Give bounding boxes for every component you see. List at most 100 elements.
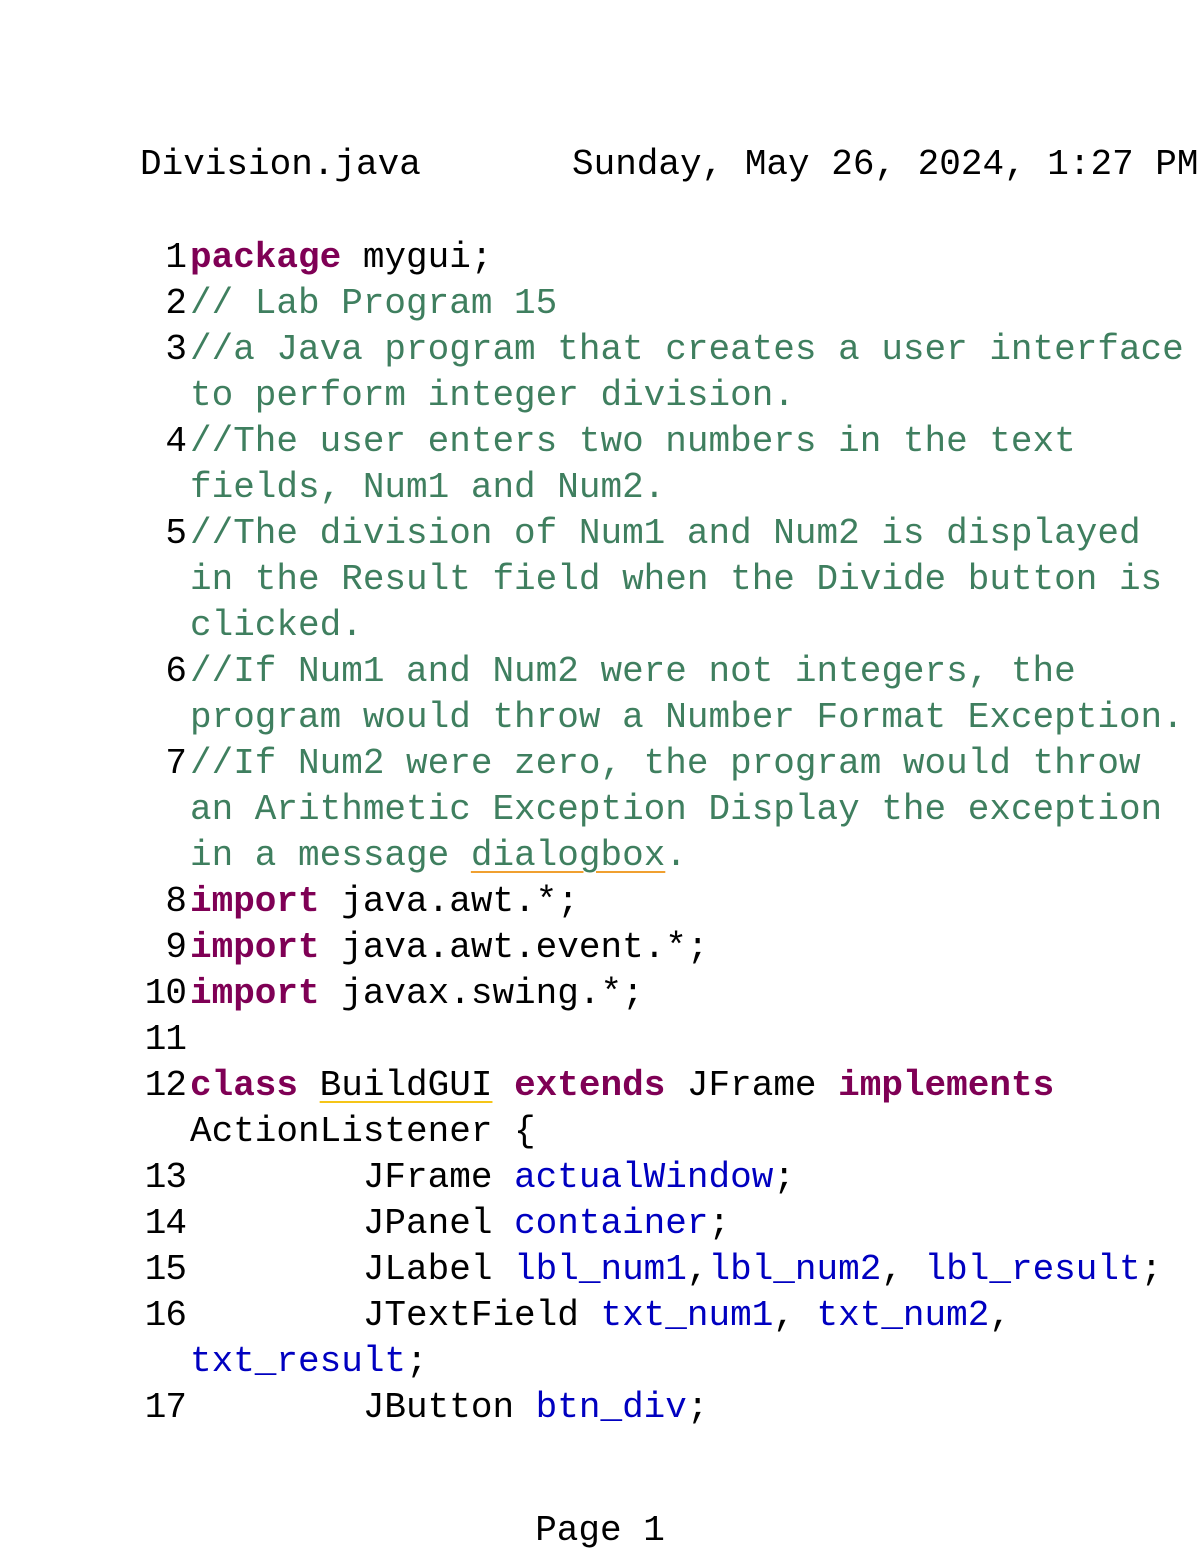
code-text: fields, Num1 and Num2. (186, 465, 665, 511)
code-line: 2// Lab Program 15 (140, 281, 1184, 327)
code-line-continuation: program would throw a Number Format Exce… (140, 695, 1184, 741)
line-number: 17 (144, 1387, 187, 1428)
code-line: 6//If Num1 and Num2 were not integers, t… (140, 649, 1184, 695)
line-number: 13 (144, 1157, 187, 1198)
line-number (140, 787, 186, 833)
plain-token (298, 1065, 320, 1106)
comment-token: an Arithmetic Exception Display the exce… (190, 789, 1163, 830)
code-text: //The division of Num1 and Num2 is displ… (186, 511, 1141, 557)
plain-token: JButton (190, 1387, 536, 1428)
plain-token: ; (406, 1341, 428, 1382)
plain-token: JFrame (665, 1065, 839, 1106)
code-line: 13 JFrame actualWindow; (140, 1155, 1184, 1201)
plain-token: ; (1140, 1249, 1163, 1290)
code-text: clicked. (186, 603, 363, 649)
code-line-continuation: an Arithmetic Exception Display the exce… (140, 787, 1184, 833)
plain-token: javax.swing.*; (319, 973, 644, 1014)
line-number: 8 (165, 881, 187, 922)
comment-token: program would throw a Number Format Exce… (190, 697, 1184, 738)
line-number: 1 (165, 237, 187, 278)
field-token: lbl_num2 (708, 1249, 882, 1290)
keyword-token: package (190, 237, 342, 278)
code-text: //a Java program that creates a user int… (186, 327, 1184, 373)
keyword-token: import (190, 927, 320, 968)
code-line: 3//a Java program that creates a user in… (140, 327, 1184, 373)
field-token: txt_num1 (600, 1295, 774, 1336)
plain-token: java.awt.*; (319, 881, 579, 922)
code-text: in a message dialogbox. (186, 833, 687, 879)
code-line-continuation: in the Result field when the Divide butt… (140, 557, 1184, 603)
code-text: import java.awt.*; (186, 879, 579, 925)
code-line-continuation: in a message dialogbox. (140, 833, 1184, 879)
comment-token: in the Result field when the Divide butt… (190, 559, 1163, 600)
line-number: 6 (165, 651, 187, 692)
field-token: txt_result (190, 1341, 407, 1382)
code-line: 4//The user enters two numbers in the te… (140, 419, 1184, 465)
comment-token: //a Java program that creates a user int… (190, 329, 1184, 370)
line-number (140, 557, 186, 603)
comment-token: dialogbox (470, 835, 666, 876)
code-line-continuation: fields, Num1 and Num2. (140, 465, 1184, 511)
line-number: 14 (144, 1203, 187, 1244)
code-text: JFrame actualWindow; (186, 1155, 795, 1201)
field-token: container (514, 1203, 709, 1244)
plain-token: ActionListener { (190, 1111, 536, 1152)
code-line: 16 JTextField txt_num1, txt_num2, (140, 1293, 1184, 1339)
plain-token: , (881, 1249, 925, 1290)
line-number: 7 (165, 743, 187, 784)
code-text: JButton btn_div; (186, 1385, 709, 1431)
plain-token: ; (686, 1387, 709, 1428)
plain-token: mygui; (341, 237, 493, 278)
line-number: 12 (144, 1065, 187, 1106)
code-text: import java.awt.event.*; (186, 925, 709, 971)
code-text: program would throw a Number Format Exce… (186, 695, 1184, 741)
plain-token (492, 1065, 514, 1106)
plain-token: ; (773, 1157, 795, 1198)
code-line: 15 JLabel lbl_num1,lbl_num2, lbl_result; (140, 1247, 1184, 1293)
code-text: class BuildGUI extends JFrame implements (186, 1063, 1054, 1109)
code-line-continuation: txt_result; (140, 1339, 1184, 1385)
file-name: Division.java (140, 144, 421, 185)
keyword-token: extends (514, 1065, 666, 1106)
line-number: 10 (144, 973, 187, 1014)
comment-token: to perform integer division. (190, 375, 795, 416)
code-line: 11 (140, 1017, 1184, 1063)
line-number: 9 (165, 927, 187, 968)
code-text: to perform integer division. (186, 373, 795, 419)
plain-token: java.awt.event.*; (319, 927, 709, 968)
plain-token: JFrame (190, 1157, 515, 1198)
comment-token: clicked. (190, 605, 363, 646)
field-token: lbl_result (924, 1249, 1141, 1290)
comment-token: //The division of Num1 and Num2 is displ… (190, 513, 1141, 554)
code-text: JPanel container; (186, 1201, 730, 1247)
keyword-token: import (190, 881, 320, 922)
code-text: package mygui; (186, 235, 492, 281)
code-text: ActionListener { (186, 1109, 536, 1155)
comment-token: in a message (190, 835, 471, 876)
line-number: 11 (144, 1019, 187, 1060)
code-line: 17 JButton btn_div; (140, 1385, 1184, 1431)
code-text: //The user enters two numbers in the tex… (186, 419, 1076, 465)
code-line: 14 JPanel container; (140, 1201, 1184, 1247)
comment-token: . (665, 835, 687, 876)
code-line-continuation: ActionListener { (140, 1109, 1184, 1155)
field-token: actualWindow (514, 1157, 774, 1198)
code-text: // Lab Program 15 (186, 281, 557, 327)
line-number: 5 (165, 513, 187, 554)
plain-token: , (773, 1295, 817, 1336)
code-text: import javax.swing.*; (186, 971, 644, 1017)
line-number (140, 1109, 186, 1155)
comment-token: //If Num2 were zero, the program would t… (190, 743, 1141, 784)
comment-token: fields, Num1 and Num2. (190, 467, 666, 508)
plain-token: JTextField (190, 1295, 601, 1336)
code-line: 5//The division of Num1 and Num2 is disp… (140, 511, 1184, 557)
plain-token: JLabel (190, 1249, 515, 1290)
line-number (140, 1339, 186, 1385)
line-number: 16 (144, 1295, 187, 1336)
code-text: JTextField txt_num1, txt_num2, (186, 1293, 1011, 1339)
plain-token: , (686, 1249, 709, 1290)
